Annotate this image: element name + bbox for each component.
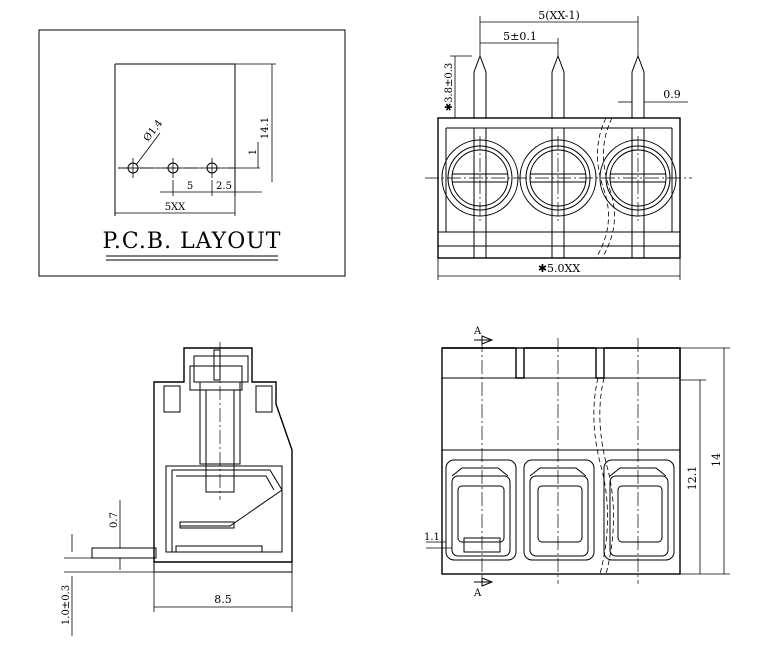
front-pin-1 bbox=[473, 54, 487, 118]
side-pin bbox=[91, 547, 157, 559]
pcb-layout-title: P.C.B. LAYOUT bbox=[103, 229, 282, 254]
section-marker-top: A bbox=[473, 326, 482, 337]
front-pitch-dim: 5±0.1 bbox=[503, 30, 537, 43]
pcb-pad-dia-dim: Ø1.4 bbox=[142, 118, 166, 144]
side-section-view: 0.7 1.0±0.3 8.5 bbox=[61, 342, 293, 636]
front-body bbox=[437, 117, 681, 259]
top-height-dim: 14 bbox=[710, 453, 723, 467]
pcb-half-pitch-dim: 2.5 bbox=[216, 181, 232, 192]
front-overall-pitch-dim: 5(XX-1) bbox=[538, 9, 580, 22]
top-wire-entry-1 bbox=[445, 459, 517, 561]
front-pin-3 bbox=[631, 54, 645, 118]
top-view: A A 14 12.1 1.1 bbox=[424, 326, 730, 599]
side-housing bbox=[153, 347, 293, 563]
side-base bbox=[153, 561, 293, 573]
front-pin-width-dim: 0.9 bbox=[663, 88, 681, 101]
top-wire-entry-3 bbox=[603, 459, 675, 561]
front-total-width-dim: ✱5.0XX bbox=[538, 262, 581, 275]
top-raised-blocks bbox=[442, 347, 681, 379]
top-wire-entry-2 bbox=[523, 459, 595, 561]
pcb-offset-dim: 1 bbox=[248, 149, 259, 155]
side-depth-dim: 8.5 bbox=[214, 593, 232, 606]
front-pin-2 bbox=[551, 54, 565, 118]
top-inner-height-dim: 12.1 bbox=[686, 466, 699, 491]
side-screw bbox=[189, 342, 243, 500]
top-body bbox=[441, 347, 681, 575]
pcb-total-dim: 5XX bbox=[165, 202, 186, 213]
side-thickness-dim: 0.7 bbox=[109, 512, 120, 528]
top-gap-dim: 1.1 bbox=[424, 532, 440, 543]
side-pin-offset-dim: 1.0±0.3 bbox=[61, 585, 72, 625]
pcb-layout-frame bbox=[38, 29, 346, 277]
side-clamp bbox=[171, 469, 283, 552]
front-view: 5(XX-1) 5±0.1 ✱3.8±0.3 0.9 ✱5.0XX bbox=[425, 9, 692, 280]
front-pin-length-dim: ✱3.8±0.3 bbox=[444, 63, 455, 112]
section-marker-bottom: A bbox=[473, 588, 482, 599]
pcb-pitch-dim: 5 bbox=[187, 181, 193, 192]
pcb-layout-panel: 14.1 1 Ø1.4 5 2.5 5XX P.C.B. LAYOUT bbox=[38, 29, 346, 277]
pcb-height-dim: 14.1 bbox=[260, 117, 271, 139]
